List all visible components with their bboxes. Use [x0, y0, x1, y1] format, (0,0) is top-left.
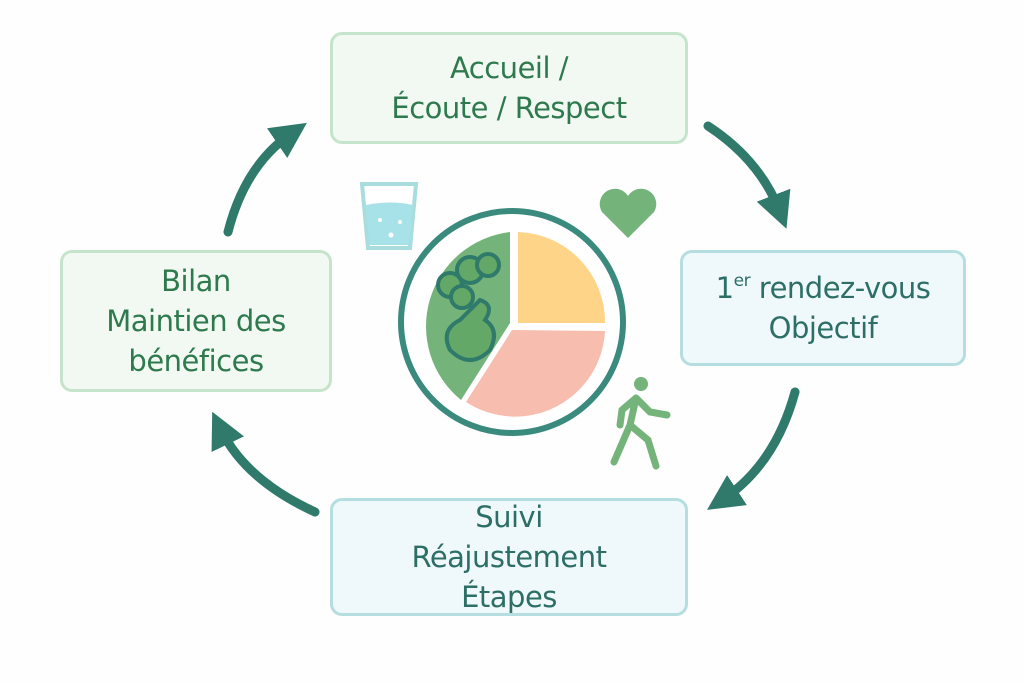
plate-carbs-section — [518, 232, 606, 323]
step-first-appointment-line1: 1er rendez-vous — [716, 268, 931, 308]
step-review-line2: Maintien des — [106, 304, 286, 338]
step-welcome-box: Accueil / Écoute / Respect — [330, 32, 688, 144]
heart-icon — [599, 188, 657, 238]
step-follow-up-line2: Réajustement — [411, 540, 607, 574]
step-review-line1: Bilan — [161, 264, 231, 298]
step-first-appointment-box: 1er rendez-vous Objectif — [680, 250, 966, 366]
step-review-box: Bilan Maintien des bénéfices — [60, 250, 332, 392]
cycle-arrow-bottom-to-left — [211, 411, 320, 517]
ordinal-suffix: er — [733, 271, 751, 291]
step-review-line3: bénéfices — [128, 344, 264, 378]
step-first-appointment-line2: Objectif — [768, 311, 878, 345]
step-welcome-line2: Écoute / Respect — [391, 91, 627, 125]
step-welcome-line1: Accueil / — [449, 51, 569, 85]
plate-icon — [398, 208, 626, 436]
step-follow-up-line1: Suivi — [475, 500, 543, 534]
walking-person-icon — [610, 377, 671, 470]
broccoli-icon — [436, 252, 501, 362]
appointment-text: rendez-vous — [750, 271, 931, 305]
glass-of-water-icon — [359, 182, 419, 250]
cycle-arrow-left-to-top — [223, 122, 307, 237]
cycle-arrow-top-to-right — [703, 121, 791, 229]
step-follow-up-box: Suivi Réajustement Étapes — [330, 498, 688, 616]
ordinal-number: 1 — [715, 271, 734, 305]
step-follow-up-line3: Étapes — [461, 580, 557, 614]
plate-protein-section — [466, 330, 605, 417]
cycle-arrow-right-to-bottom — [706, 387, 800, 510]
